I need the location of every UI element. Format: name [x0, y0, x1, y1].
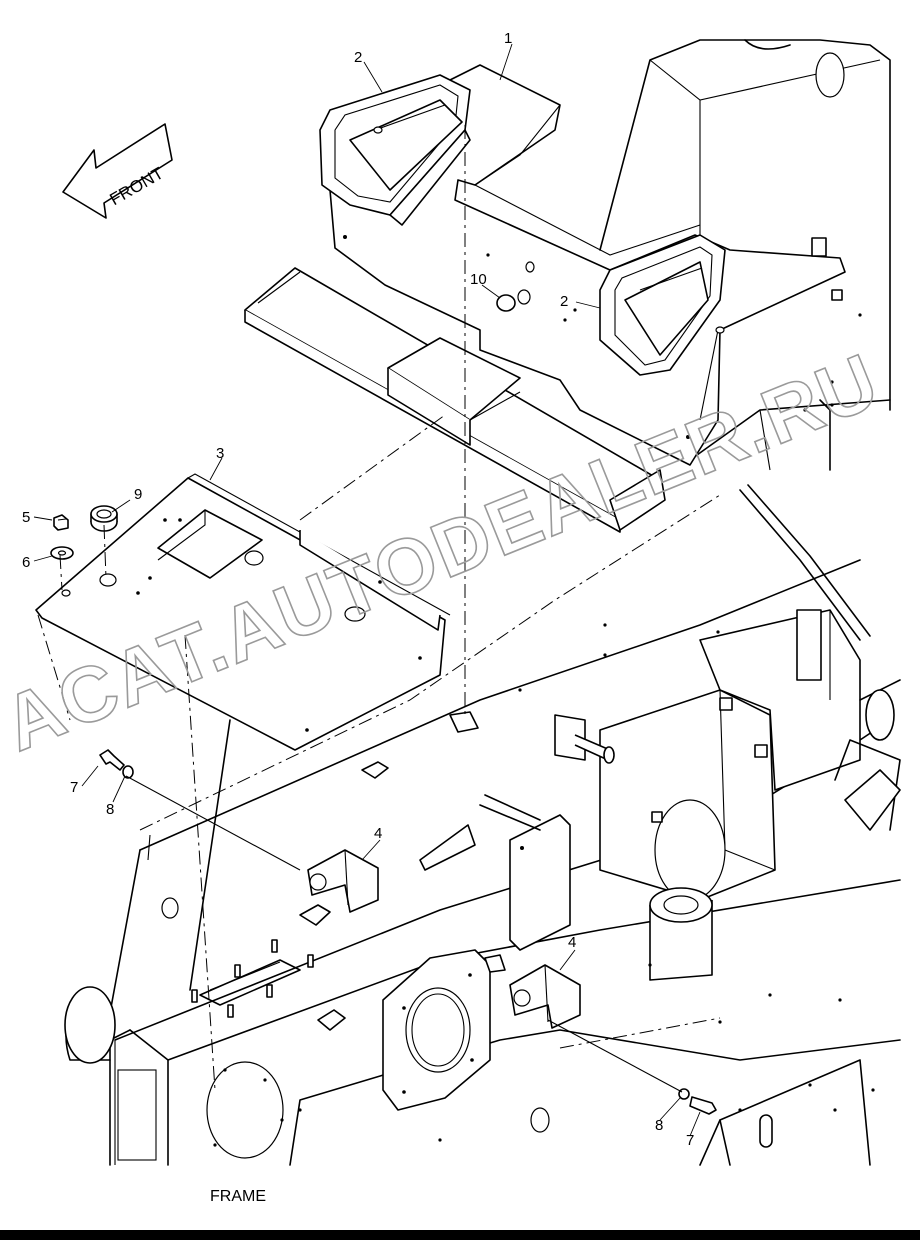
- callout-8-upper: 8: [106, 801, 114, 818]
- callout-3: 3: [216, 445, 224, 462]
- cab-rear-wall: [599, 39, 891, 471]
- washer-8-lower: [678, 1088, 690, 1100]
- callout-2-right: 2: [560, 293, 568, 310]
- washer-6: [50, 546, 74, 560]
- diagram-caption: FRAME: [210, 1188, 266, 1205]
- callout-8-lower: 8: [655, 1117, 663, 1134]
- assembly-lines: [37, 125, 721, 1093]
- callout-10: 10: [470, 271, 487, 288]
- cab-mount-bracket: [329, 64, 862, 466]
- bracket-4-lower: [509, 964, 581, 1029]
- callout-4-upper: 4: [374, 825, 382, 842]
- bracket-4-upper: [307, 849, 379, 913]
- stud-pins: [191, 939, 314, 1018]
- rubber-mount-left: [319, 74, 471, 226]
- front-direction-arrow: FRONT: [62, 123, 173, 219]
- bolt-7-upper: [99, 749, 125, 771]
- page-bottom-border: [0, 1230, 920, 1240]
- grommet-9: [90, 505, 118, 532]
- rubber-mount-right: [599, 234, 726, 376]
- callout-7-lower: 7: [686, 1132, 694, 1149]
- bolt-7-lower: [689, 1096, 717, 1115]
- upper-cross-member: [244, 267, 666, 533]
- callout-6: 6: [22, 554, 30, 571]
- callout-1: 1: [504, 30, 512, 47]
- callout-7-upper: 7: [70, 779, 78, 796]
- callout-2-left: 2: [354, 49, 362, 66]
- callout-numbers: 1 2 2 3 4 4 5 6 7 7 8 8 9 10: [22, 30, 694, 1149]
- leader-lines: [33, 43, 701, 1137]
- callout-9: 9: [134, 486, 142, 503]
- cover-plate: [35, 473, 451, 751]
- o-ring-10: [496, 294, 516, 312]
- callout-4-lower: 4: [568, 934, 576, 951]
- main-frame-body: [64, 484, 901, 1166]
- callout-5: 5: [22, 509, 30, 526]
- washer-8-upper: [122, 765, 134, 779]
- bolt-5: [53, 514, 69, 531]
